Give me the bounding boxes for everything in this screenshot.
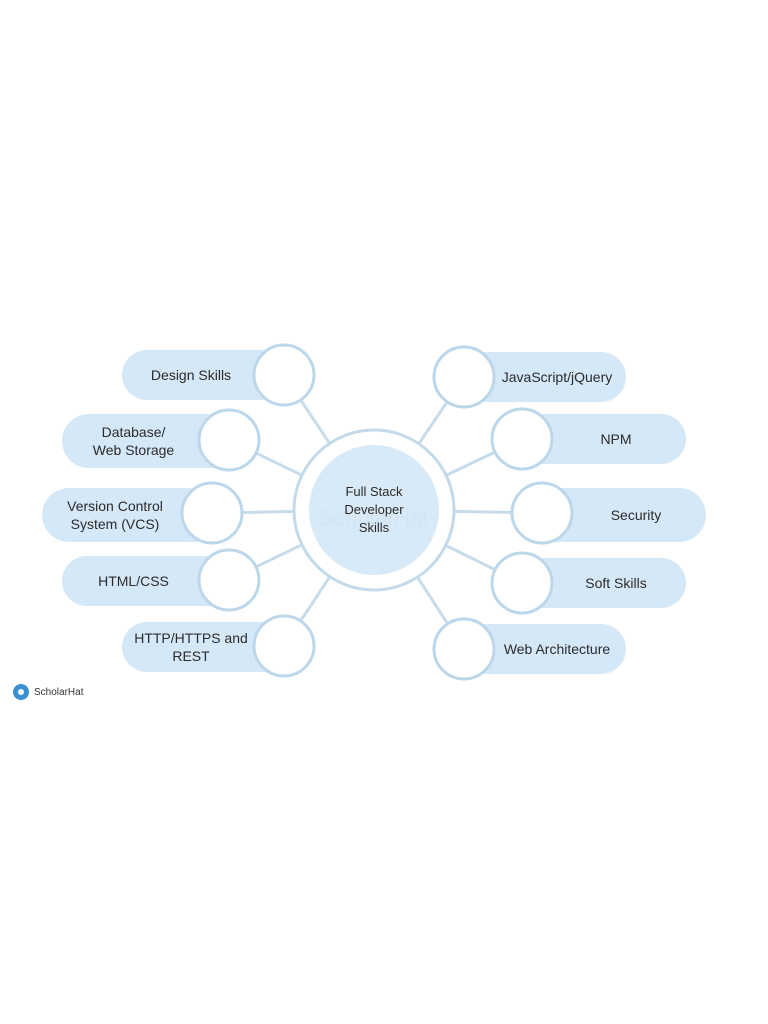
left-connector-4 xyxy=(299,575,332,622)
right-skill-node-4: Web Architecture xyxy=(432,617,626,681)
right-skill-label-3-line-0: Soft Skills xyxy=(585,575,646,591)
left-connector-1 xyxy=(255,451,303,477)
connector-lines xyxy=(241,399,513,625)
left-skill-label-4-line-0: HTTP/HTTPS and xyxy=(134,630,248,646)
right-skill-ring-0 xyxy=(432,345,496,409)
left-connector-0 xyxy=(299,399,331,445)
right-skill-label-1-line-0: NPM xyxy=(600,431,631,447)
right-skill-node-0: JavaScript/jQuery xyxy=(432,345,626,409)
left-skill-label-2-line-0: Version Control xyxy=(67,498,163,514)
left-skill-node-1: Database/Web Storage xyxy=(62,408,261,472)
center-hub-label-line-0: Full Stack xyxy=(345,484,403,499)
scholarhat-logo: ScholarHat xyxy=(12,683,83,701)
left-skill-label-1-line-0: Database/ xyxy=(102,424,166,440)
right-skill-label-2: Security xyxy=(611,507,662,523)
right-skill-ring-2 xyxy=(510,481,574,545)
left-skill-ring-2 xyxy=(180,481,244,545)
right-skill-label-4: Web Architecture xyxy=(504,641,611,657)
right-skill-label-0-line-0: JavaScript/jQuery xyxy=(502,369,612,385)
left-skill-label-3-line-0: HTML/CSS xyxy=(98,573,169,589)
left-connector-2 xyxy=(241,509,295,514)
right-skill-node-1: NPM xyxy=(490,407,686,471)
left-connector-3 xyxy=(255,543,303,569)
right-skill-ring-1 xyxy=(490,407,554,471)
center-hub-core xyxy=(309,445,439,575)
left-skill-label-3: HTML/CSS xyxy=(98,573,169,589)
watermark-text: ScholarHat xyxy=(320,505,429,530)
logo-icon xyxy=(13,684,29,700)
right-connector-2 xyxy=(453,509,513,514)
left-skill-label-1-line-1: Web Storage xyxy=(93,442,175,458)
left-skill-label-0-line-0: Design Skills xyxy=(151,367,231,383)
left-skill-node-0: Design Skills xyxy=(122,343,316,407)
right-skill-ring-4 xyxy=(432,617,496,681)
left-skill-label-2-line-1: System (VCS) xyxy=(71,516,160,532)
right-skill-node-3: Soft Skills xyxy=(490,551,686,615)
left-skill-label-0: Design Skills xyxy=(151,367,231,383)
right-skill-label-2-line-0: Security xyxy=(611,507,662,523)
right-skill-node-2: Security xyxy=(510,481,706,545)
left-skill-label-1: Database/Web Storage xyxy=(93,424,175,458)
logo-text: ScholarHat xyxy=(34,686,84,698)
left-skill-ring-4 xyxy=(252,614,316,678)
left-skill-ring-0 xyxy=(252,343,316,407)
left-skill-ring-1 xyxy=(197,408,261,472)
right-skill-label-1: NPM xyxy=(600,431,631,447)
right-skill-ring-3 xyxy=(490,551,554,615)
left-skill-node-3: HTML/CSS xyxy=(62,548,261,612)
left-skill-label-4-line-1: REST xyxy=(172,648,210,664)
right-connector-0 xyxy=(417,401,449,445)
center-hub-label-line-1: Developer xyxy=(344,502,404,517)
right-connector-3 xyxy=(445,544,496,572)
center-hub-label-line-2: Skills xyxy=(359,520,390,535)
right-skill-label-0: JavaScript/jQuery xyxy=(502,369,612,385)
left-skill-ring-3 xyxy=(197,548,261,612)
right-skill-label-4-line-0: Web Architecture xyxy=(504,641,611,657)
right-connector-1 xyxy=(445,450,496,477)
right-connector-4 xyxy=(416,576,449,625)
right-skill-label-3: Soft Skills xyxy=(585,575,646,591)
